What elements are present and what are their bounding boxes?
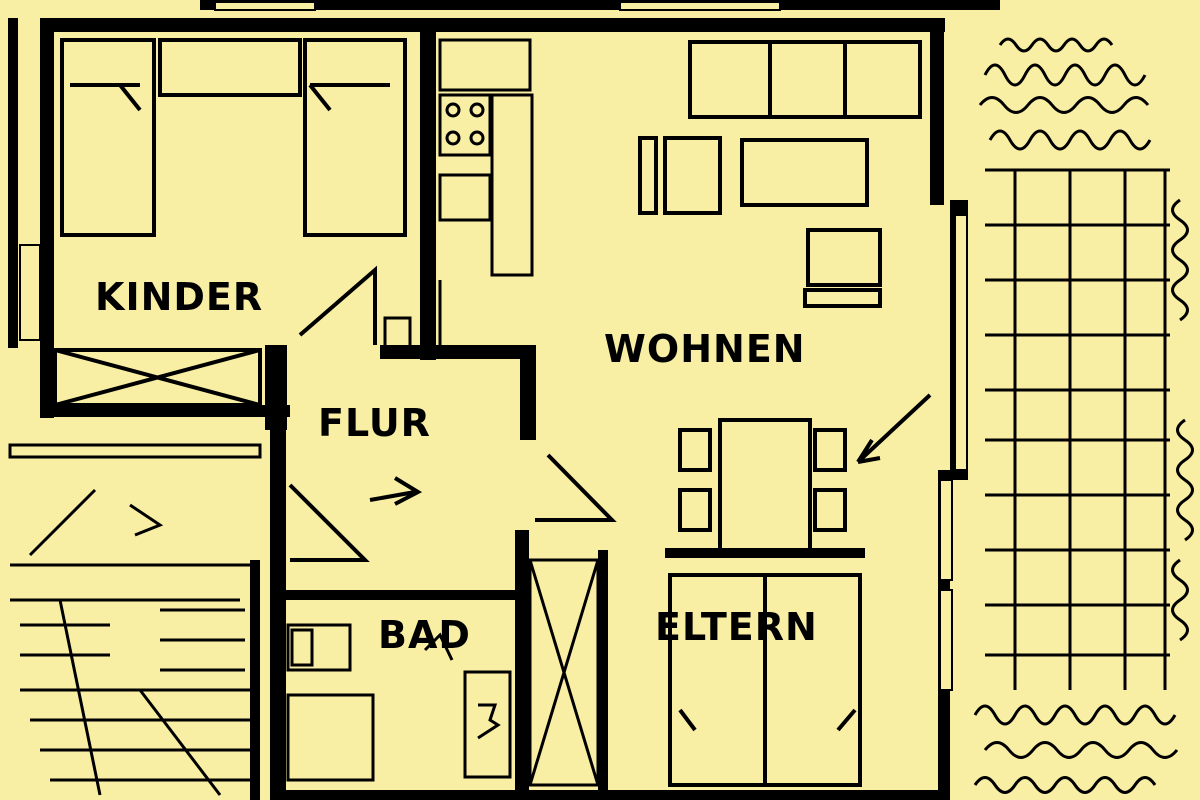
- stove: [438, 93, 492, 157]
- kitchen: [383, 38, 534, 350]
- shrubs-bottom: [973, 704, 1179, 794]
- shelf-unit: [688, 40, 922, 119]
- chair: [806, 228, 882, 287]
- flur-arrow: [369, 476, 423, 506]
- bed-left: [60, 38, 156, 237]
- bathtub: [286, 693, 375, 782]
- window-eltern-right: [939, 479, 953, 581]
- window-top-right: [619, 1, 781, 11]
- wardrobe-hall: [528, 558, 600, 787]
- room-label-eltern: ELTERN: [655, 605, 818, 649]
- windows: [19, 1, 968, 691]
- armchair: [663, 136, 722, 215]
- garden-area: [973, 37, 1194, 794]
- room-label-wohnen: WOHNEN: [604, 327, 806, 371]
- room-label-kinder: KINDER: [95, 275, 263, 319]
- window-eltern-right-2: [939, 589, 953, 691]
- staircase: [8, 443, 262, 796]
- room-label-flur: FLUR: [318, 401, 431, 445]
- washbasin: [286, 623, 352, 672]
- shrubs-top: [978, 37, 1152, 151]
- dining-table: [718, 418, 812, 552]
- toilet: [463, 670, 512, 779]
- bathroom: [286, 623, 512, 782]
- shrubs-right: [1171, 198, 1194, 642]
- window-kinder-left: [19, 244, 41, 341]
- kinder-furniture: [53, 38, 407, 407]
- room-label-bad: BAD: [378, 613, 471, 657]
- wohnen-furniture: [535, 40, 932, 552]
- sofa: [740, 138, 869, 207]
- sofa-arm: [638, 136, 658, 215]
- eltern-furniture: [668, 573, 862, 787]
- flur-details: [288, 476, 423, 562]
- bed-right: [303, 38, 407, 237]
- window-top-left: [214, 1, 316, 11]
- wardrobe-kinder: [53, 348, 262, 407]
- window-wohnen-right: [954, 214, 968, 471]
- terrace-paving: [985, 168, 1170, 690]
- kitchen-sink: [438, 173, 492, 222]
- shelf: [158, 38, 302, 97]
